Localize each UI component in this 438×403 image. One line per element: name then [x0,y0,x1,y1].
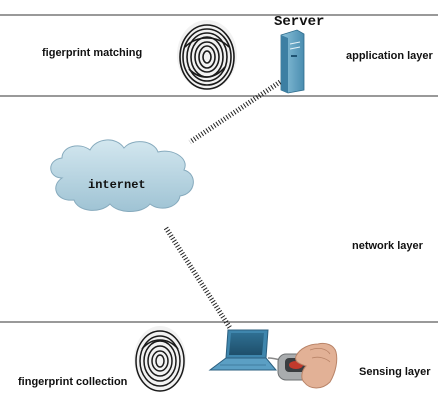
server-cloud-link [188,79,282,145]
fingerprint-icon-collection [134,326,186,392]
server-label: Server [274,14,325,30]
network-layer-label: network layer [352,240,423,252]
internet-label: internet [88,178,146,192]
hand-icon [295,342,338,389]
laptop-icon [208,329,278,371]
internet-cloud-icon [50,139,194,212]
process-label-matching: figerprint matching [42,47,143,59]
application-layer-label: application layer [346,50,433,62]
sensing-layer-label: Sensing layer [359,366,431,378]
cloud-laptop-link [163,226,233,330]
process-label-collection: fingerprint collection [18,376,128,388]
fingerprint-icon-matching [177,20,237,90]
server-icon [280,29,305,94]
